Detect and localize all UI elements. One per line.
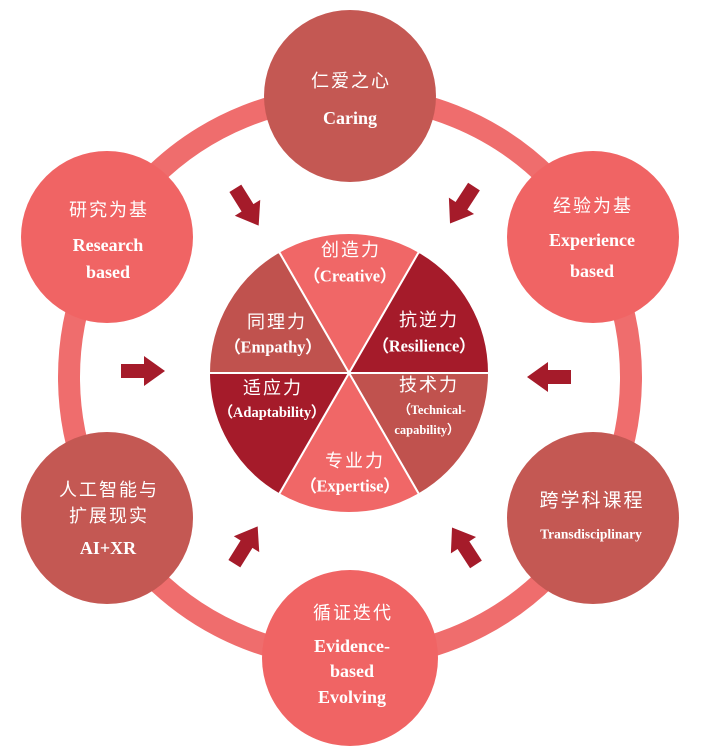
segment-resilience (348, 250, 490, 374)
node-research-label-zh: 研究为基 (69, 200, 149, 220)
node-transdisciplinary-circle (507, 432, 679, 604)
segment-empathy-label-en: （Empathy） (224, 337, 322, 357)
node-evidence-label-en-line2: based (330, 661, 374, 681)
segment-technical-label-zh: 技术力 (399, 375, 459, 395)
arrow-left-icon (121, 356, 165, 386)
segment-creative-label-en: （Creative） (303, 266, 396, 286)
segment-technical-label-en-line1: （Technical- (398, 402, 466, 417)
node-evidence-based-evolving: 循证迭代 Evidence- based Evolving (262, 570, 438, 746)
node-experience-label-zh: 经验为基 (553, 196, 633, 216)
node-transdisciplinary-label-zh: 跨学科课程 (539, 490, 644, 512)
arrow-top-right-icon (448, 182, 480, 224)
node-research-label-en-line1: Research (73, 235, 144, 255)
node-evidence-label-en-line3: Evolving (318, 687, 386, 707)
node-ai-xr-label-zh-line1: 人工智能与 (59, 480, 159, 500)
segment-adaptability-label-zh: 适应力 (243, 378, 303, 398)
arrow-right-icon (527, 362, 571, 392)
node-ai-xr-label-zh-line2: 扩展现实 (69, 506, 149, 526)
segment-expertise-label-zh: 专业力 (325, 451, 385, 471)
core-competency-wheel: 创造力 （Creative） 抗逆力 （Resilience） 技术力 （Tec… (208, 232, 490, 514)
arrow-top-left-icon (229, 184, 261, 226)
segment-expertise-label-en: （Expertise） (300, 476, 400, 496)
node-caring: 仁爱之心 Caring (264, 10, 436, 182)
node-caring-label-zh: 仁爱之心 (311, 71, 391, 91)
node-evidence-circle (262, 570, 438, 746)
segment-creative (278, 232, 420, 374)
node-ai-xr-circle (21, 432, 193, 604)
node-experience-label-en-line2: based (570, 261, 614, 281)
node-research-based: 研究为基 Research based (21, 151, 193, 323)
segment-expertise (278, 372, 420, 514)
node-caring-label-en: Caring (323, 108, 377, 128)
segment-resilience-label-zh: 抗逆力 (399, 310, 459, 330)
segment-adaptability (208, 372, 350, 496)
node-experience-circle (507, 151, 679, 323)
node-ai-xr-label-en: AI+XR (80, 538, 137, 558)
node-caring-circle (264, 10, 436, 182)
segment-resilience-label-en: （Resilience） (372, 336, 476, 356)
node-research-label-en-line2: based (86, 262, 130, 282)
node-evidence-label-zh: 循证迭代 (313, 603, 393, 623)
segment-technical-capability (348, 372, 490, 496)
segment-empathy (208, 250, 350, 374)
segment-empathy-label-zh: 同理力 (247, 312, 307, 332)
segment-creative-label-zh: 创造力 (321, 240, 381, 260)
node-transdisciplinary: 跨学科课程 Transdisciplinary (507, 432, 679, 604)
node-experience-label-en-line1: Experience (549, 230, 635, 250)
node-evidence-label-en-line1: Evidence- (314, 636, 390, 656)
arrow-bottom-left-icon (228, 526, 260, 568)
node-research-circle (21, 151, 193, 323)
inward-arrows (121, 182, 571, 569)
node-transdisciplinary-label-en: Transdisciplinary (540, 527, 642, 542)
arrow-bottom-right-icon (450, 527, 482, 569)
segment-technical-label-en-line2: capability） (394, 422, 459, 437)
node-experience-based: 经验为基 Experience based (507, 151, 679, 323)
node-ai-xr: 人工智能与 扩展现实 AI+XR (21, 432, 193, 604)
segment-adaptability-label-en: （Adaptability） (218, 403, 325, 421)
